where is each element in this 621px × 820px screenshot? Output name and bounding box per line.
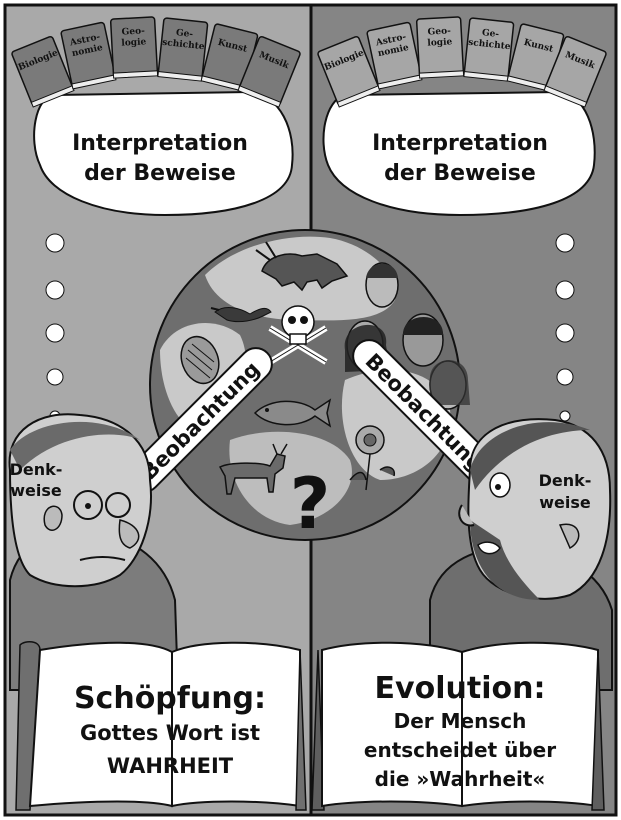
right-book-line-2: entscheidet über [364, 738, 556, 762]
left-book-4: Kunst [200, 23, 259, 93]
left-book-3: Ge-schichte [157, 17, 209, 82]
right-bubble-line-1: Interpretation [372, 131, 548, 156]
left-book-title: Schöpfung: [74, 681, 266, 716]
right-book-2: Geo-logie [415, 16, 465, 79]
deer-icon [218, 443, 288, 495]
left-book-2-label-0: Geo- [121, 26, 145, 37]
left-book-5: Musik [237, 35, 301, 108]
right-book-5: Musik [543, 35, 607, 108]
right-book-line-3: die »Wahrheit« [375, 767, 546, 791]
goose-icon [210, 307, 272, 323]
right-mindset-line-2: weise [539, 493, 591, 512]
left-book-line-2: WAHRHEIT [107, 754, 234, 778]
right-book-0: Biologie [317, 35, 381, 108]
left-book-3-label-1: schichte [162, 38, 206, 52]
right-thought-dots [555, 233, 575, 422]
flower-icon [349, 425, 396, 491]
left-book-2-label-1: logie [121, 37, 147, 48]
left-book-2: Geo-logie [109, 16, 159, 79]
right-open-book: Evolution: Der Mensch entscheidet über d… [311, 641, 605, 811]
right-book-2-label-0: Geo- [427, 26, 451, 37]
right-book-3-label-0: Ge- [481, 28, 499, 40]
right-book-title: Evolution: [375, 671, 546, 706]
right-book-3-label-1: schichte [468, 38, 512, 52]
right-book-1: Astro-nomie [366, 21, 423, 90]
continent-south [229, 431, 352, 525]
right-book-2-label-1: logie [427, 37, 453, 48]
trilobite-icon [180, 335, 220, 385]
left-book-1: Astro-nomie [60, 21, 117, 90]
globe: ? [149, 229, 470, 545]
left-open-book: Schöpfung: Gottes Wort ist WAHRHEIT [15, 640, 307, 811]
right-mindset-line-1: Denk- [539, 471, 592, 490]
skull-crossbones-icon [268, 305, 328, 365]
left-book-3-label-0: Ge- [175, 28, 193, 40]
left-mindset-line-2: weise [10, 481, 62, 500]
left-thought-bubble: Interpretation der Beweise [33, 90, 294, 217]
question-mark: ? [290, 463, 331, 545]
left-book-line-1: Gottes Wort ist [80, 721, 260, 745]
right-book-line-1: Der Mensch [394, 709, 527, 733]
right-thought-bubble: Interpretation der Beweise [322, 90, 596, 217]
left-book-0: Biologie [11, 35, 75, 108]
left-bubble-line-1: Interpretation [72, 131, 248, 156]
left-bubble-line-2: der Beweise [84, 161, 236, 186]
right-book-3: Ge-schichte [463, 17, 515, 82]
left-mindset-line-1: Denk- [10, 460, 63, 479]
triceratops-icon [255, 241, 349, 292]
right-bubble-line-2: der Beweise [384, 161, 536, 186]
fish-icon [253, 398, 332, 428]
